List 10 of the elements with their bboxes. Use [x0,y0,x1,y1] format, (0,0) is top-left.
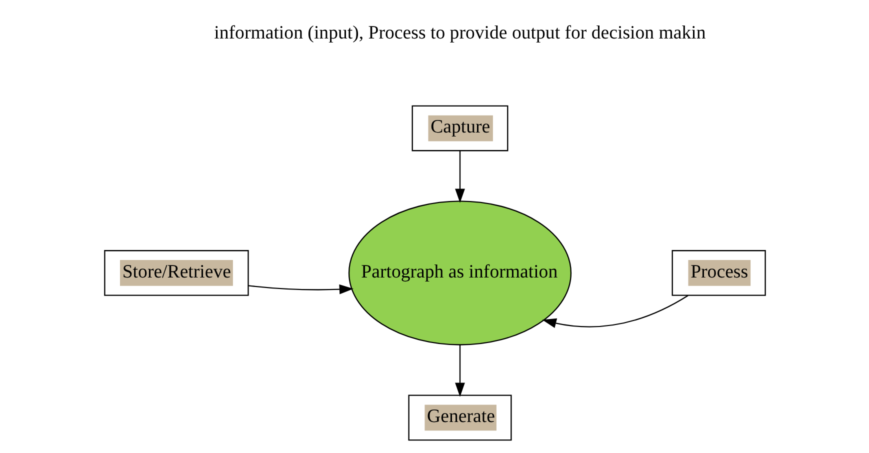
arrow [248,284,354,294]
arrow [542,295,688,328]
arrow [454,150,464,203]
arrow [454,344,464,397]
node-box: Generate [408,394,512,441]
label: information (input), Process to provide output for decision makin [214,22,706,44]
node-ellipse: Partograph as information [348,200,572,346]
node-box: Process [671,250,766,296]
node-box: Capture [411,105,508,152]
node-box: Store/Retrieve [104,250,248,296]
